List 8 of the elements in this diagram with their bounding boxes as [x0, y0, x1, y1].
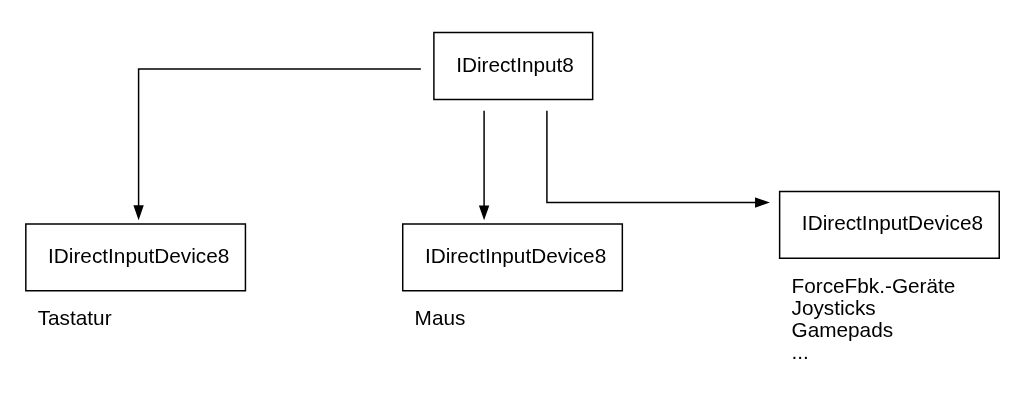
node-label: ... — [791, 339, 809, 363]
node-label: Maus — [414, 305, 466, 329]
arrow — [546, 109, 770, 208]
arrow — [133, 67, 422, 220]
node-label: Joysticks — [791, 295, 876, 319]
arrow — [478, 109, 490, 220]
node-label: Tastatur — [37, 305, 112, 329]
node-label: ForceFbk.-Geräte — [791, 273, 956, 297]
